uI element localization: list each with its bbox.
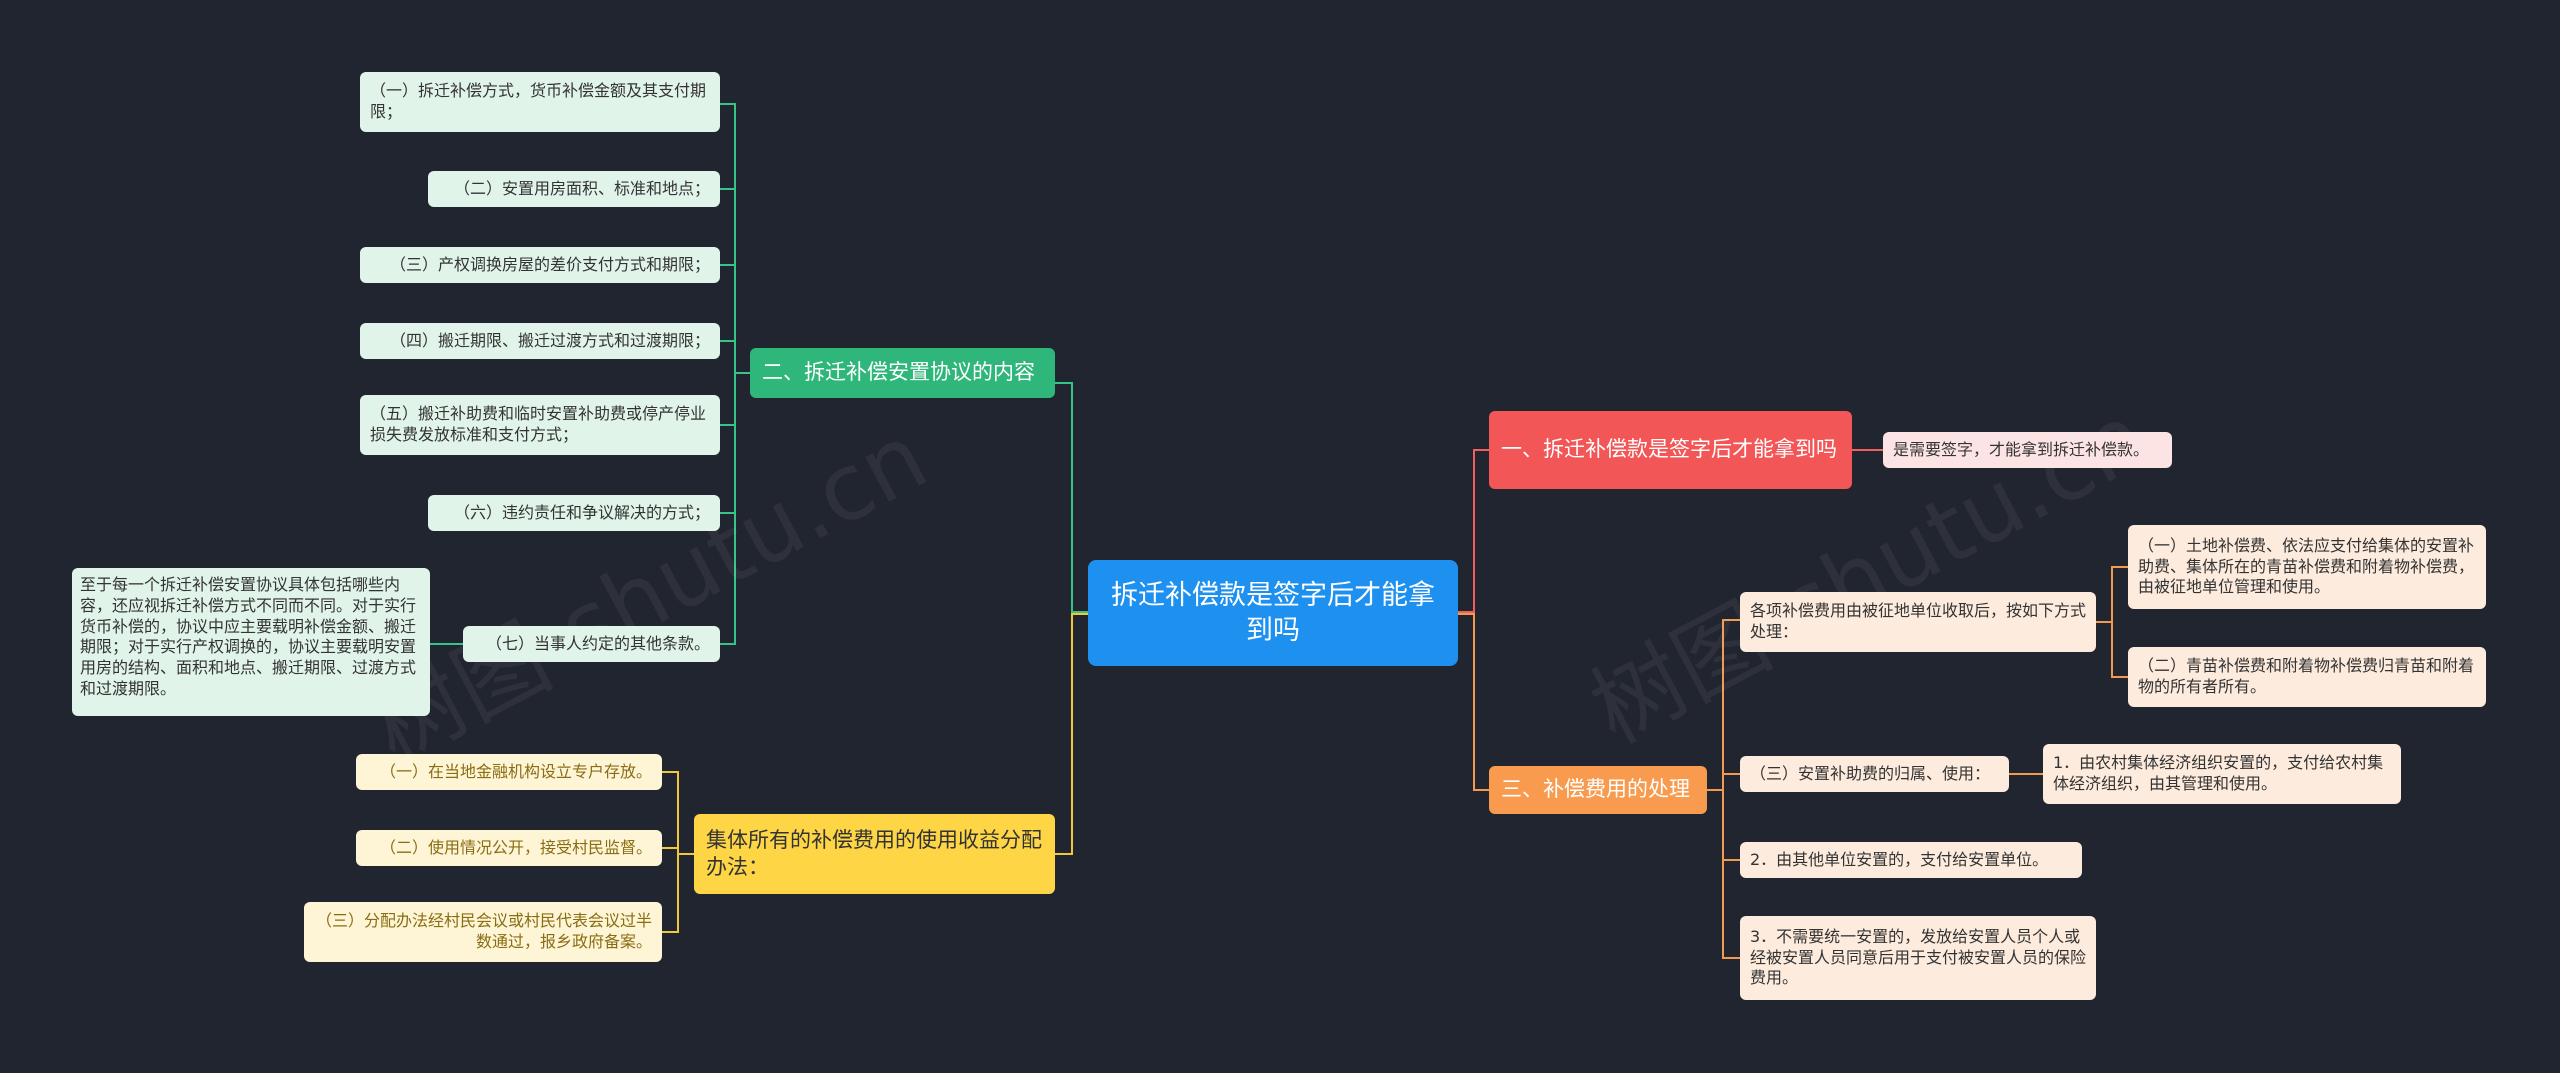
agreement-item-1[interactable]: （一）拆迁补偿方式，货币补偿金额及其支付期限；	[360, 72, 720, 132]
agreement-item-5[interactable]: （五）搬迁补助费和临时安置补助费或停产停业损失费发放标准和支付方式；	[360, 395, 720, 455]
agreement-item-3[interactable]: （三）产权调换房屋的差价支付方式和期限；	[360, 247, 720, 283]
agreement-item-2[interactable]: （二）安置用房面积、标准和地点；	[428, 171, 720, 207]
agreement-detail-note[interactable]: 至于每一个拆迁补偿安置协议具体包括哪些内容，还应视拆迁补偿方式不同而不同。对于实…	[72, 568, 430, 716]
handling-branch-node[interactable]: 三、补偿费用的处理	[1489, 766, 1707, 814]
orange-connectors	[1458, 566, 2128, 959]
handling-sub1-node[interactable]: 各项补偿费用由被征地单位收取后，按如下方式处理：	[1740, 592, 2096, 652]
green-connectors	[430, 103, 1088, 645]
agreement-branch-node[interactable]: 二、拆迁补偿安置协议的内容	[750, 348, 1055, 398]
collective-item-3[interactable]: （三）分配办法经村民会议或村民代表会议过半数通过，报乡政府备案。	[304, 902, 662, 962]
agreement-item-4[interactable]: （四）搬迁期限、搬迁过渡方式和过渡期限；	[360, 323, 720, 359]
handling-sub1-item-2[interactable]: （二）青苗补偿费和附着物补偿费归青苗和附着物的所有者所有。	[2128, 647, 2486, 707]
yellow-connectors	[662, 613, 1088, 933]
sign-answer[interactable]: 是需要签字，才能拿到拆迁补偿款。	[1883, 432, 2172, 468]
agreement-item-7[interactable]: （七）当事人约定的其他条款。	[463, 626, 720, 662]
handling-sub2-item-1[interactable]: 1．由农村集体经济组织安置的，支付给农村集体经济组织，由其管理和使用。	[2043, 744, 2401, 804]
collective-branch-node[interactable]: 集体所有的补偿费用的使用收益分配办法：	[694, 814, 1055, 894]
handling-sub4-node[interactable]: 3．不需要统一安置的，发放给安置人员个人或经被安置人员同意后用于支付被安置人员的…	[1740, 916, 2096, 1000]
red-connectors	[1458, 449, 1883, 613]
root-node[interactable]: 拆迁补偿款是签字后才能拿到吗	[1088, 560, 1458, 666]
agreement-item-6[interactable]: （六）违约责任和争议解决的方式；	[428, 495, 720, 531]
sign-branch-node[interactable]: 一、拆迁补偿款是签字后才能拿到吗	[1489, 411, 1852, 489]
handling-sub1-item-1[interactable]: （一）土地补偿费、依法应支付给集体的安置补助费、集体所在的青苗补偿费和附着物补偿…	[2128, 525, 2486, 609]
handling-sub2-node[interactable]: （三）安置补助费的归属、使用：	[1740, 756, 2009, 792]
handling-sub3-node[interactable]: 2．由其他单位安置的，支付给安置单位。	[1740, 842, 2082, 878]
collective-item-1[interactable]: （一）在当地金融机构设立专户存放。	[356, 754, 662, 790]
collective-item-2[interactable]: （二）使用情况公开，接受村民监督。	[356, 830, 662, 866]
